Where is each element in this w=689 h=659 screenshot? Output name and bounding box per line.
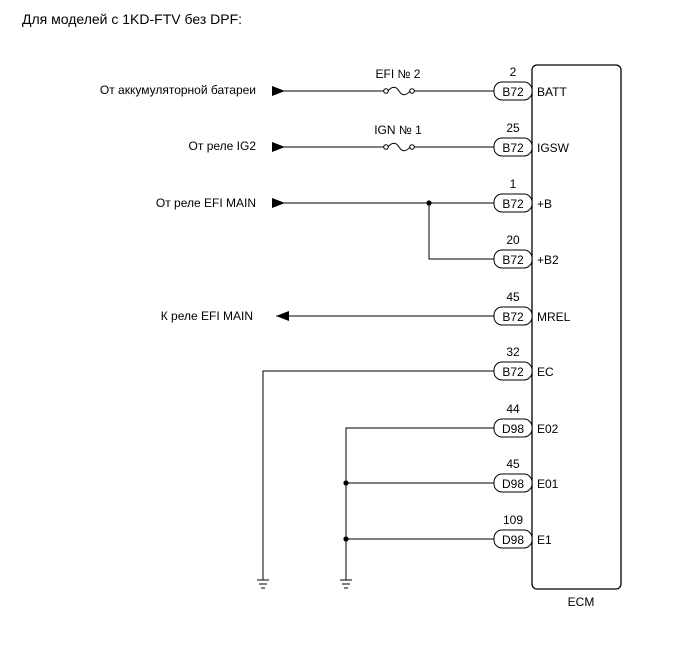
connector-id: B72 [502, 197, 524, 211]
circuit-mrel: К реле EFI MAIN 45 B72 MREL [161, 290, 571, 326]
pin-number: 45 [506, 457, 520, 471]
circuit-plus-b2: 20 B72 +B2 [428, 203, 559, 269]
fuse-terminal [409, 88, 415, 94]
terminal-name: +B [537, 197, 552, 211]
terminal-name: E1 [537, 533, 552, 547]
connector-id: B72 [502, 85, 524, 99]
pin-number: 1 [510, 177, 517, 191]
fuse-icon [387, 86, 411, 96]
wire [345, 427, 494, 580]
connector-id: B72 [502, 310, 524, 324]
pin-number: 109 [503, 513, 523, 527]
source-label-battery: От аккумуляторной батареи [100, 83, 256, 97]
output-label-efi-main-relay: К реле EFI MAIN [161, 309, 253, 323]
fuse-terminal [383, 144, 389, 150]
circuit-e02: 44 D98 E02 [340, 402, 559, 589]
terminal-name: MREL [537, 310, 571, 324]
terminal-name: E02 [537, 422, 559, 436]
circuit-plus-b: От реле EFI MAIN 1 B72 +B [156, 177, 552, 213]
fuse-label: IGN № 1 [374, 123, 422, 137]
source-label-efi-main-relay: От реле EFI MAIN [156, 196, 256, 210]
connector-id: D98 [502, 422, 524, 436]
circuit-e01: 45 D98 E01 [343, 457, 559, 493]
connector-id: D98 [502, 477, 524, 491]
connector-badge [493, 81, 533, 101]
connector-id: B72 [502, 141, 524, 155]
connector-badge [493, 361, 533, 381]
fuse-terminal [383, 88, 389, 94]
connector-badge [493, 418, 533, 438]
pin-number: 45 [506, 290, 520, 304]
fuse-terminal [409, 144, 415, 150]
pin-number: 2 [510, 65, 517, 79]
connector-badge [493, 137, 533, 157]
connector-badge [493, 306, 533, 326]
splice-point [343, 480, 349, 486]
ground-icon [257, 579, 269, 589]
circuit-e1: 109 D98 E1 [343, 513, 552, 549]
terminal-name: EC [537, 365, 554, 379]
fuse-icon [387, 142, 411, 152]
terminal-name: E01 [537, 477, 559, 491]
circuit-igsw: От реле IG2 IGN № 1 25 B72 IGSW [189, 121, 570, 157]
ecm-label: ECM [568, 595, 595, 609]
terminal-name: IGSW [537, 141, 570, 155]
connector-badge [493, 529, 533, 549]
terminal-name: +B2 [537, 253, 559, 267]
ecm-box [531, 64, 622, 590]
connector-badge [493, 473, 533, 493]
connector-id: D98 [502, 533, 524, 547]
fuse-label: EFI № 2 [376, 67, 421, 81]
connector-id: B72 [502, 253, 524, 267]
pin-number: 32 [506, 345, 520, 359]
circuit-batt: От аккумуляторной батареи EFI № 2 2 B72 … [100, 65, 567, 101]
source-label-ig2-relay: От реле IG2 [189, 139, 257, 153]
ground-icon [340, 579, 352, 589]
splice-point [343, 536, 349, 542]
pin-number: 20 [506, 233, 520, 247]
wire [428, 203, 494, 260]
page-title: Для моделей с 1KD-FTV без DPF: [22, 11, 243, 27]
wire [262, 370, 494, 580]
connector-badge [493, 249, 533, 269]
connector-id: B72 [502, 365, 524, 379]
pin-number: 44 [506, 402, 520, 416]
connector-badge [493, 193, 533, 213]
circuit-ec: 32 B72 EC [257, 345, 554, 589]
terminal-name: BATT [537, 85, 567, 99]
pin-number: 25 [506, 121, 520, 135]
